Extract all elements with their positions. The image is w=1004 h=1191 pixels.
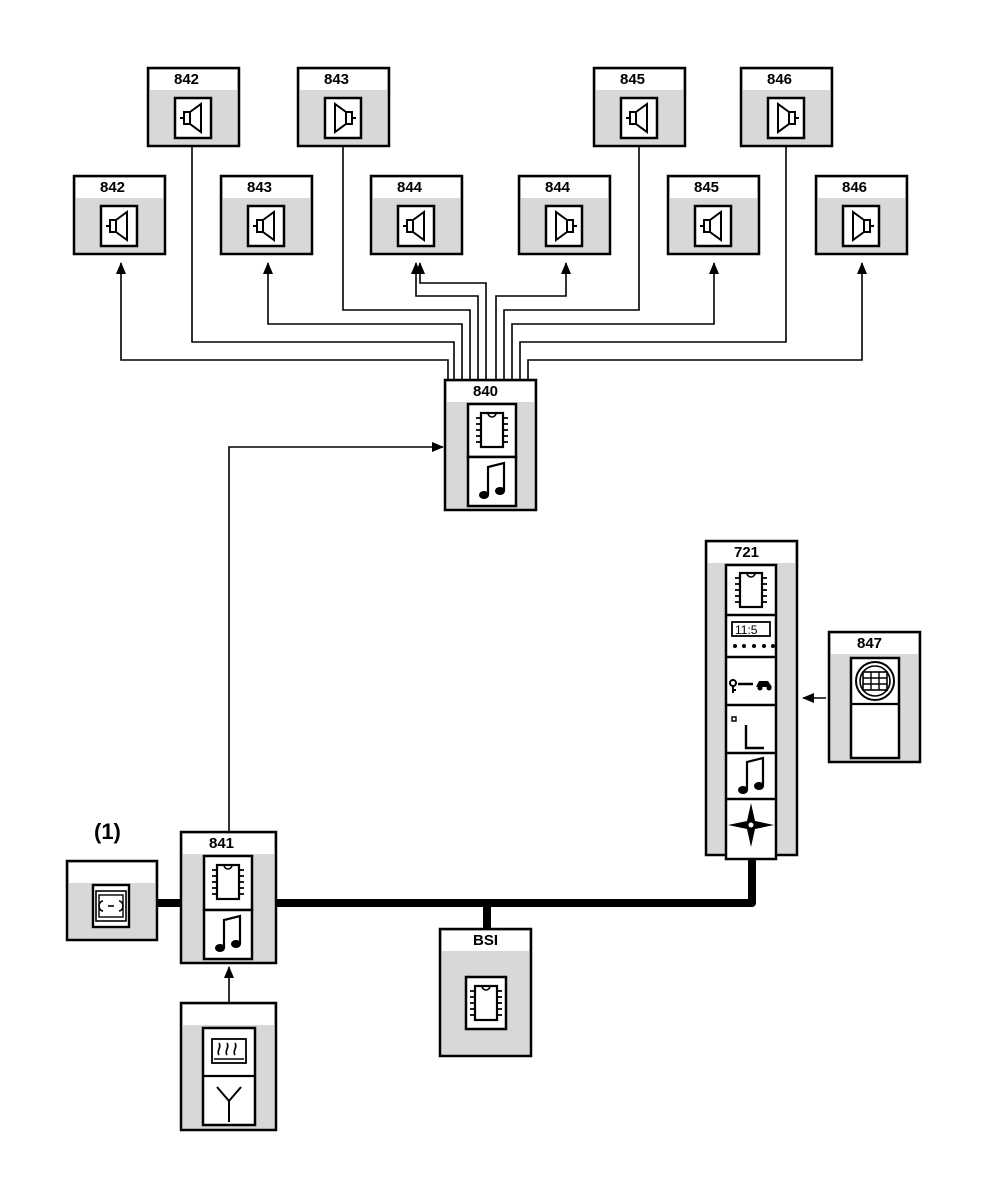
- speaker-unit-844-right: 844: [517, 174, 612, 256]
- speaker-unit-843-top: 843: [296, 66, 391, 148]
- unit-label: 845: [620, 71, 645, 88]
- connector-module: [65, 859, 159, 942]
- key-car-icon: [729, 679, 772, 693]
- unit-label: 846: [767, 71, 792, 88]
- speaker-unit-845-bottom: 845: [666, 174, 761, 256]
- door-icon: [731, 716, 764, 750]
- keypad-icon: [855, 661, 895, 701]
- speaker-unit-844-left: 844: [369, 174, 464, 256]
- heater-icon: [211, 1038, 247, 1064]
- unit-label: 844: [545, 179, 571, 196]
- unit-label: 845: [694, 179, 719, 196]
- unit-label: 842: [174, 71, 199, 88]
- speaker-icon: [173, 96, 213, 140]
- speaker-unit-842-bottom: 842: [72, 174, 167, 256]
- tweeter-icon: [544, 204, 584, 248]
- antenna-icon: [216, 1086, 242, 1122]
- speaker-icon: [246, 204, 286, 248]
- speaker-unit-846-bottom: 846: [814, 174, 909, 256]
- connector-icon: [91, 883, 131, 929]
- display-clock-text: 11:5: [735, 623, 758, 637]
- tweeter-icon: [323, 96, 363, 140]
- display-icon: 11:5: [731, 621, 775, 648]
- unit-label: 847: [857, 635, 882, 652]
- signal-wire-841-840: [228, 442, 444, 832]
- speaker-icon: [99, 204, 139, 248]
- unit-label: BSI: [473, 932, 498, 949]
- keypad-unit-847: 847: [827, 630, 922, 764]
- speaker-wires: [116, 121, 867, 380]
- bsi-unit: BSI: [438, 927, 533, 1058]
- unit-label: 842: [100, 179, 125, 196]
- unit-label: 846: [842, 179, 867, 196]
- note-marker: (1): [94, 819, 121, 844]
- unit-label: 844: [397, 179, 423, 196]
- speaker-unit-842-top: 842: [146, 66, 241, 148]
- speaker-unit-846-top: 846: [739, 66, 834, 148]
- speaker-icon: [396, 204, 436, 248]
- data-bus: [153, 851, 756, 933]
- tweeter-icon: [841, 204, 881, 248]
- unit-label: 721: [734, 544, 759, 561]
- unit-label: 843: [247, 179, 272, 196]
- tuner-antenna-module: [179, 1001, 278, 1132]
- tweeter-icon: [766, 96, 806, 140]
- speaker-unit-845-top: 845: [592, 66, 687, 148]
- head-unit-721: 721 11:5: [704, 539, 799, 861]
- speaker-unit-843-bottom: 843: [219, 174, 314, 256]
- speaker-icon: [693, 204, 733, 248]
- unit-label: 841: [209, 835, 234, 852]
- unit-label: 840: [473, 383, 498, 400]
- speaker-icon: [619, 96, 659, 140]
- radio-unit-841: 841: [179, 830, 278, 965]
- amplifier-unit-840: 840: [443, 378, 538, 512]
- unit-label: 843: [324, 71, 349, 88]
- compass-icon: [728, 803, 774, 847]
